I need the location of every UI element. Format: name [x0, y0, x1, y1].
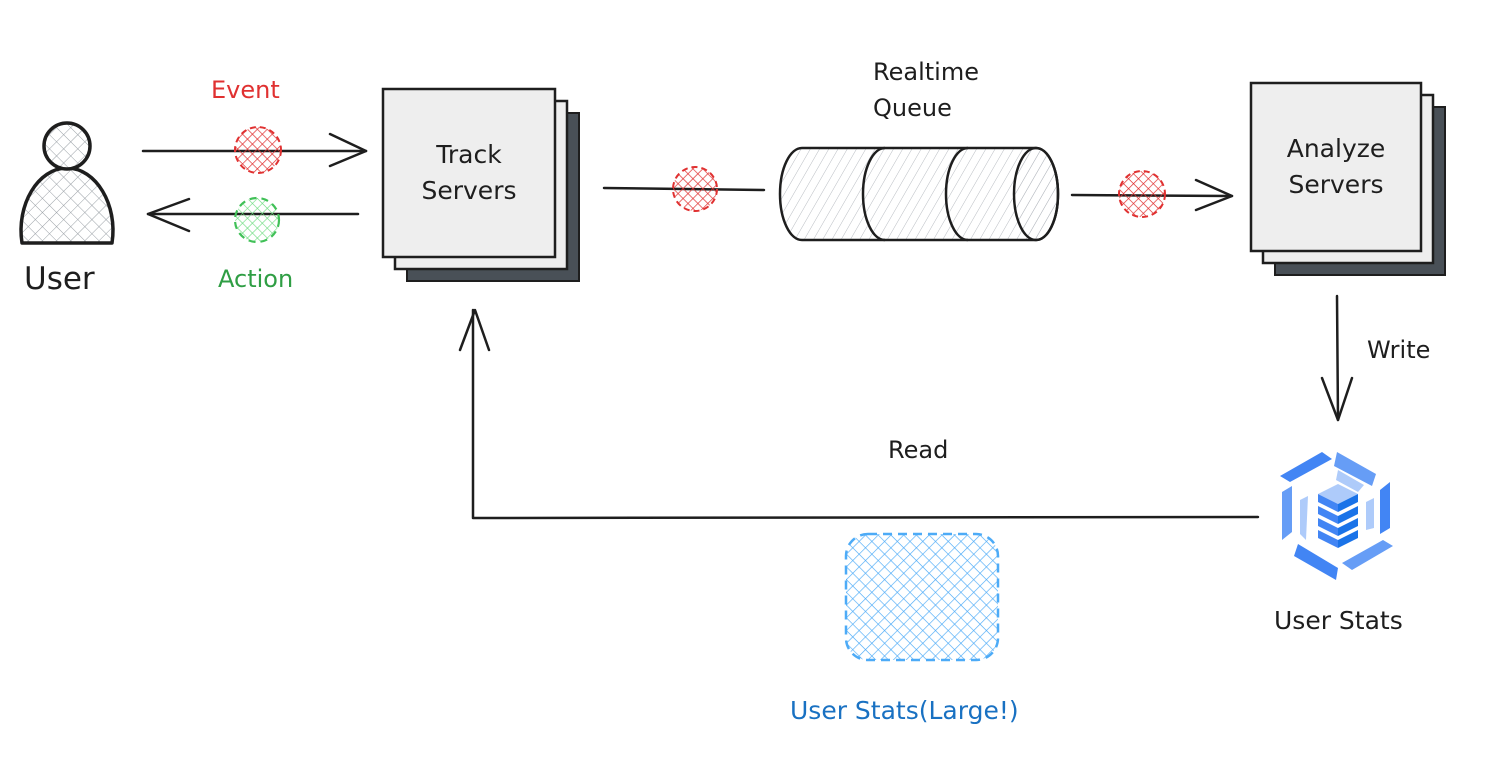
realtime-queue-node	[778, 146, 1060, 242]
analyze-servers-label-line1: Analyze	[1286, 134, 1386, 163]
read-arrow	[458, 308, 1260, 520]
realtime-queue-label: Realtime Queue	[873, 54, 979, 126]
track-servers-node	[381, 87, 580, 282]
track-servers-label: Track Servers	[383, 137, 555, 209]
user-stats-large-label: User Stats(Large!)	[790, 696, 1019, 725]
user-stats-label: User Stats	[1274, 606, 1403, 635]
action-token	[233, 196, 281, 244]
event-label: Event	[211, 76, 280, 104]
write-arrow	[1320, 294, 1354, 422]
event-token-track-to-queue	[672, 166, 718, 212]
track-servers-label-line2: Servers	[421, 176, 517, 205]
user-label: User	[24, 261, 95, 297]
track-servers-label-line1: Track	[436, 140, 502, 169]
realtime-queue-label-line1: Realtime	[873, 58, 979, 86]
user-stats-large-payload	[844, 532, 1000, 662]
person-icon	[19, 121, 115, 245]
analyze-servers-node	[1249, 81, 1446, 276]
realtime-queue-label-line2: Queue	[873, 94, 952, 122]
write-label: Write	[1367, 336, 1431, 364]
analyze-servers-label: Analyze Servers	[1251, 131, 1421, 203]
analyze-servers-label-line2: Servers	[1288, 170, 1384, 199]
action-label: Action	[218, 265, 294, 293]
database-stack-icon	[1280, 452, 1393, 580]
read-label: Read	[888, 436, 949, 464]
event-token-queue-to-analyze	[1118, 170, 1166, 218]
event-token	[234, 126, 282, 174]
